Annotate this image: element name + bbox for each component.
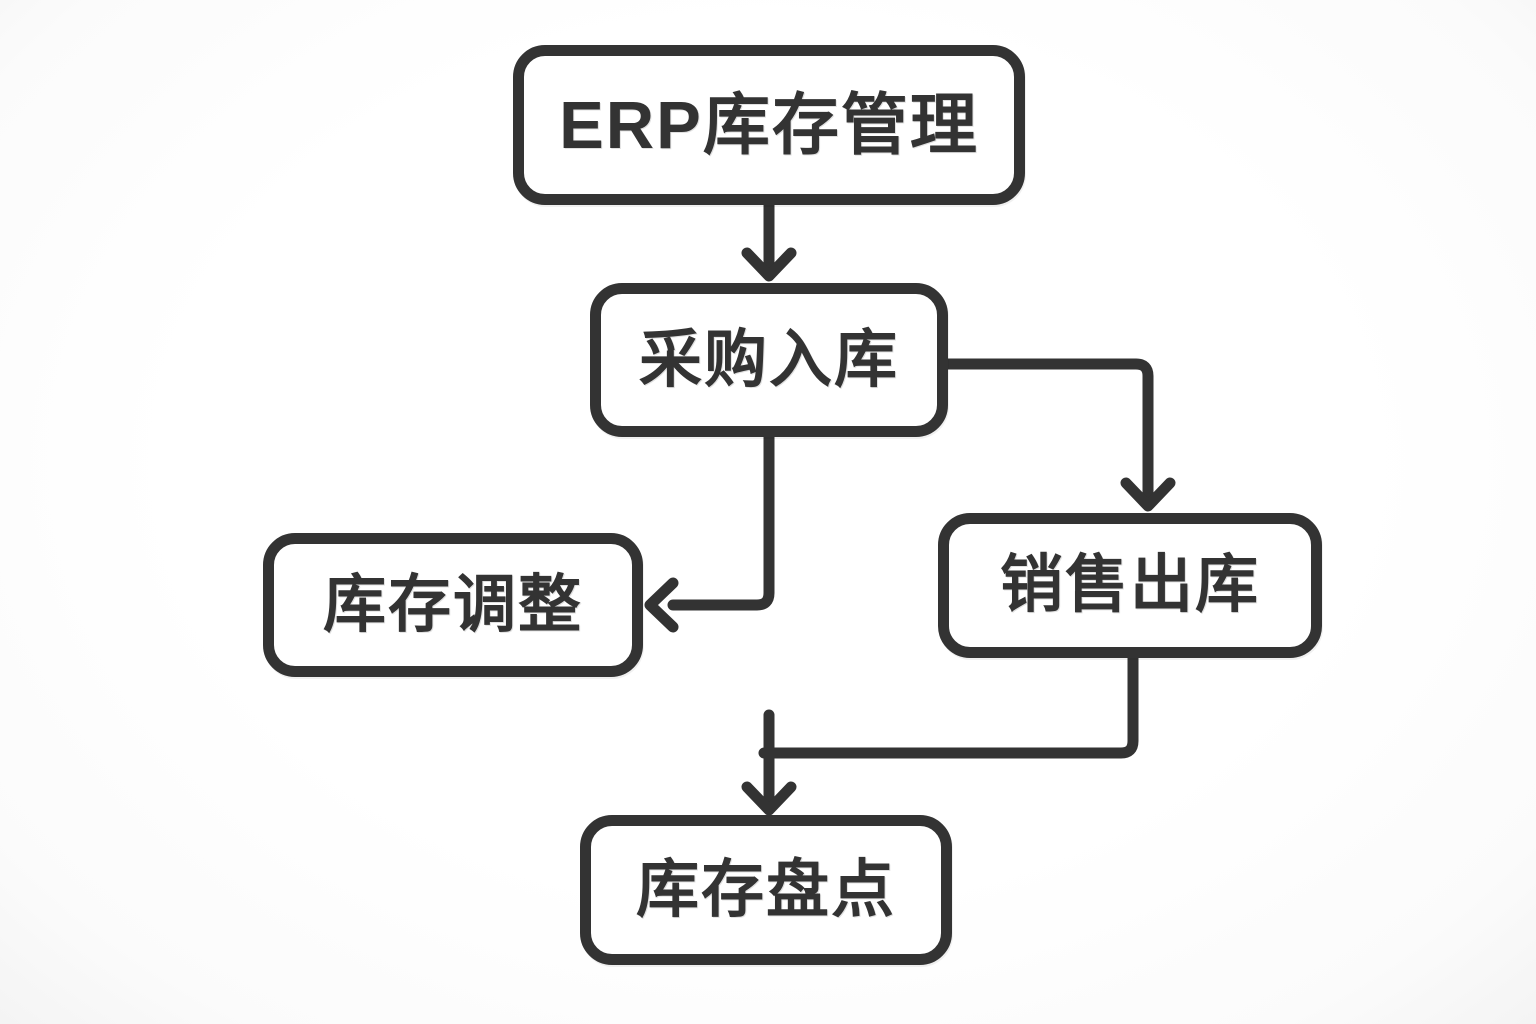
edge-purchase-to-adjust-arrowhead bbox=[644, 577, 679, 633]
node-label-erp-inventory-management: ERP库存管理 bbox=[559, 87, 979, 163]
edge-junction-to-count-arrowhead bbox=[741, 781, 797, 816]
edge-purchase-to-sales-line bbox=[939, 358, 1154, 502]
edge-purchase-to-adjust-line bbox=[667, 429, 775, 611]
node-sales-outbound: 销售出库 bbox=[938, 513, 1322, 658]
node-label-sales-outbound: 销售出库 bbox=[1000, 550, 1260, 620]
node-erp-inventory-management: ERP库存管理 bbox=[513, 45, 1025, 205]
node-label-inventory-count: 库存盘点 bbox=[636, 854, 896, 925]
node-purchase-inbound: 采购入库 bbox=[590, 283, 948, 437]
edge-erp-to-purchase-arrowhead bbox=[741, 247, 797, 282]
node-label-purchase-inbound: 采购入库 bbox=[639, 324, 899, 395]
edge-sales-to-junction-line bbox=[758, 650, 1139, 759]
node-label-inventory-adjustment: 库存调整 bbox=[323, 569, 583, 640]
node-inventory-count: 库存盘点 bbox=[580, 815, 952, 965]
edge-purchase-to-sales-arrowhead bbox=[1120, 477, 1176, 512]
node-inventory-adjustment: 库存调整 bbox=[263, 533, 643, 677]
